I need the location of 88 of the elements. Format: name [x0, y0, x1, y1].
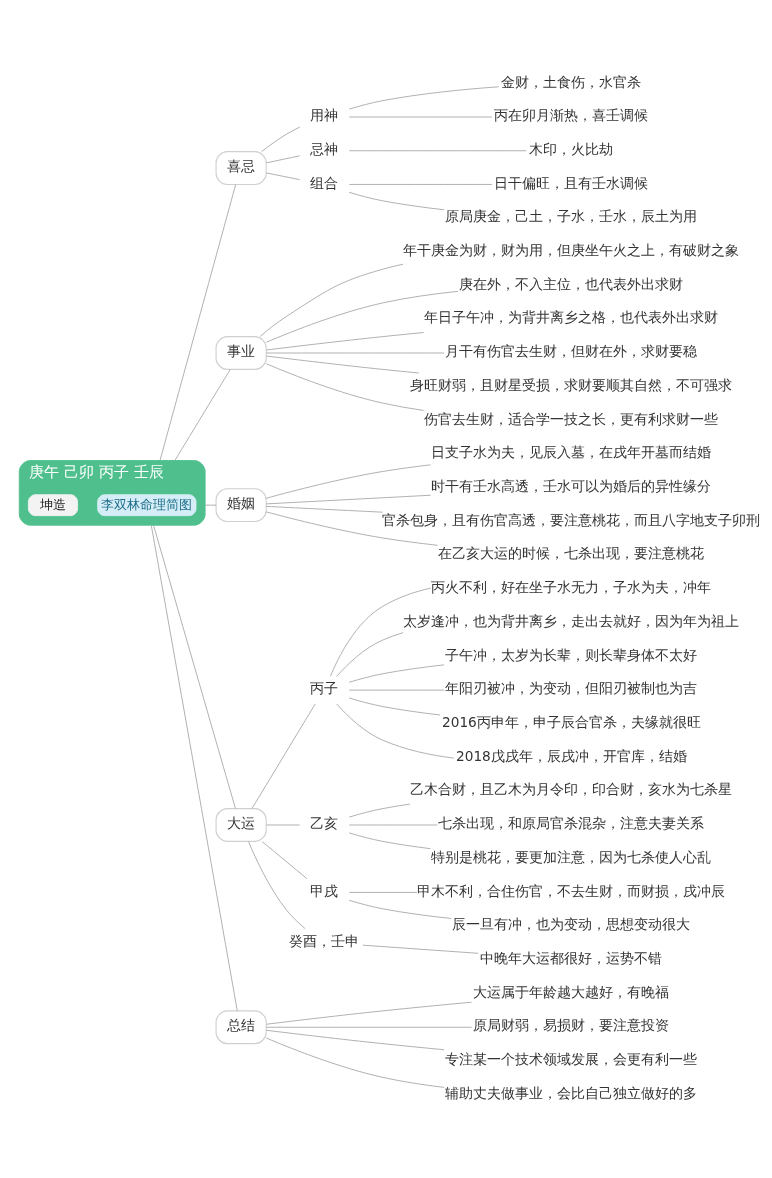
connector [265, 511, 438, 546]
connector [259, 263, 404, 337]
connector [265, 1001, 473, 1025]
node-text: 太岁逢冲，也为背井离乡，走出去就好，因为年为祖上 [403, 612, 740, 629]
node-text: 伤官去生财，适合学一技之长，更有利求财一些 [424, 410, 719, 427]
node-text: 日干偏旺，且有壬水调候 [494, 174, 649, 191]
node-text: 年日子午冲，为背井离乡之格，也代表外出求财 [424, 309, 719, 326]
connector [348, 832, 431, 850]
connector [348, 803, 411, 818]
node-text: 大运属于年龄越大越好，有晚福 [473, 983, 670, 1000]
connector [348, 899, 452, 919]
connector [348, 697, 441, 716]
connector [248, 841, 306, 930]
node-text: 乙木合财，且乙木为月令印，印合财，亥水为七杀星 [410, 781, 733, 798]
connector [266, 172, 301, 181]
node-text: 丙子 [310, 680, 339, 697]
connector [261, 841, 308, 880]
connector [265, 352, 445, 354]
node-text: 癸酉，壬申 [289, 932, 360, 949]
node-box: 坤造 [27, 494, 79, 517]
node-text: 忌神 [310, 140, 339, 157]
node-text: 辰一旦有冲，也为变动，思想变动很大 [452, 916, 691, 933]
node-text: 原局财弱，易损财，要注意投资 [473, 1017, 670, 1034]
node-text: 时干有壬水高透，壬水可以为婚后的异性缘分 [431, 478, 712, 495]
connector [265, 363, 425, 411]
connector [330, 587, 432, 677]
node-text: 丙在卯月渐热，喜壬调候 [494, 107, 649, 124]
node-text: 丙火不利，好在坐子水无力，子水为夫，冲年 [431, 579, 712, 596]
node-text: 日支子水为夫，见辰入墓，在戌年开墓而结婚 [431, 444, 712, 461]
node-text: 中晚年大运都很好，运势不错 [480, 950, 663, 967]
node-text: 乙亥 [310, 815, 339, 832]
connector [348, 86, 500, 110]
connector [174, 369, 231, 461]
node-text: 木印，火比劫 [529, 140, 614, 157]
connector [153, 524, 236, 809]
node-text: 特别是桃花，要更加注意，因为七杀使人心乱 [431, 848, 712, 865]
node-text: 庚在外，不入主位，也代表外出求财 [459, 275, 684, 292]
connector [150, 524, 238, 1012]
node-text: 年干庚金为财，财为用，但庚坐午火之上，有破财之象 [403, 242, 740, 259]
connector [348, 116, 493, 118]
connector [336, 703, 455, 759]
connector [348, 824, 438, 826]
connector [265, 1037, 445, 1088]
connector [348, 891, 418, 893]
connector [251, 703, 316, 809]
connector [336, 632, 404, 677]
node-text: 甲木不利，合住伤官，不去生财，而财损，戌冲辰 [417, 882, 726, 899]
connector [265, 290, 459, 343]
node-box: 事业 [215, 336, 267, 370]
node-text: 七杀出现，和原局官杀混杂，注意夫妻关系 [438, 815, 705, 832]
node-text: 专注某一个技术领域发展，会更有利一些 [445, 1051, 698, 1068]
node-text: 甲戌 [310, 882, 339, 899]
connector [265, 505, 384, 513]
connector [266, 155, 301, 164]
connector [348, 664, 445, 683]
node-box: 大运 [215, 808, 267, 842]
node-text: 官杀包身，且有伤官高透，要注意桃花，而且八字地支子卯刑 [382, 511, 761, 528]
connector [265, 494, 432, 505]
connector [261, 126, 301, 153]
node-text: 组合 [310, 174, 339, 191]
node-text: 用神 [310, 107, 339, 124]
node-text: 金财，土食伤，水官杀 [501, 73, 642, 90]
node-text: 辅助丈夫做事业，会比自己独立做好的多 [445, 1084, 698, 1101]
connector [265, 1029, 445, 1051]
node-text: 身旺财弱，且财星受损，求财要顺其自然，不可强求 [410, 376, 733, 393]
connector [159, 184, 237, 461]
node-text: 在乙亥大运的时候，七杀出现，要注意桃花 [438, 545, 705, 562]
connector [362, 944, 479, 954]
node-box: 李双林命理简图 [97, 494, 197, 517]
node-text: 原局庚金，己土，子水，壬水，辰土为用 [445, 208, 698, 225]
connector [265, 464, 432, 499]
connector [348, 191, 445, 211]
node-text: 2016丙申年，申子辰合官杀，夫缘就很旺 [442, 714, 701, 731]
connector [265, 332, 425, 351]
node-text: 2018戊戌年，辰戌冲，开官库，结婚 [456, 747, 687, 764]
connector [265, 1026, 473, 1028]
node-text: 月干有伤官去生财，但财在外，求财要稳 [445, 343, 698, 360]
connector [348, 184, 493, 185]
connector [265, 355, 420, 374]
connector [266, 824, 301, 826]
connector [204, 504, 217, 506]
node-text: 年阳刃被冲，为变动，但阳刃被制也为吉 [445, 680, 698, 697]
node-box: 婚姻 [215, 488, 267, 523]
node-box: 总结 [215, 1010, 267, 1045]
node-box: 喜忌 [215, 151, 267, 185]
node-text: 子午冲，太岁为长辈，则长辈身体不太好 [445, 646, 698, 663]
connector [348, 689, 445, 691]
connector [348, 150, 527, 152]
